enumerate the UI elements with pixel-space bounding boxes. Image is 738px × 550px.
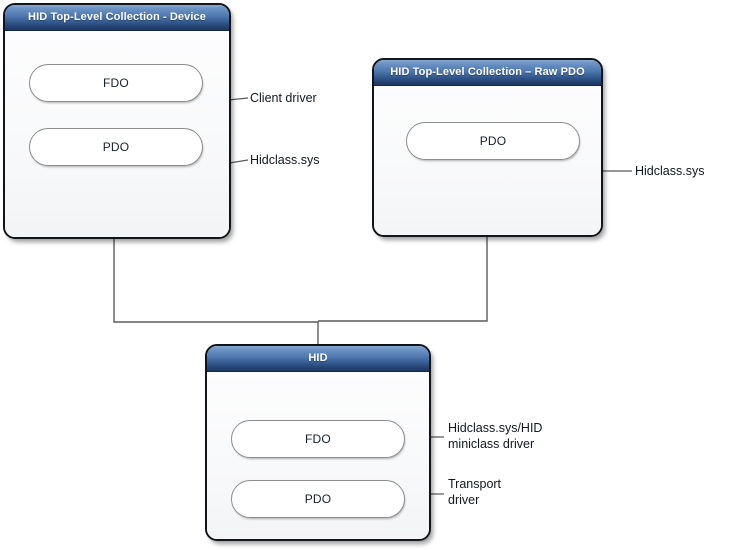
node-hid-top-level-collection-raw-pdo[interactable]: HID Top-Level Collection – Raw PDO PDO: [372, 58, 603, 237]
node-header-tlc-device: HID Top-Level Collection - Device: [5, 5, 229, 31]
pill-label-tlc-device-pdo: PDO: [102, 140, 130, 154]
pill-tlc-device-pdo[interactable]: PDO: [29, 128, 203, 166]
node-body-hid: FDO PDO: [207, 372, 429, 539]
annotation-hidclass-sys-hid-miniclass-driver: Hidclass.sys/HID miniclass driver: [448, 421, 543, 451]
pill-label-tlc-device-fdo: FDO: [103, 76, 129, 90]
pill-label-tlc-raw-pdo-pdo: PDO: [479, 134, 507, 148]
node-header-hid: HID: [207, 346, 429, 372]
node-hid-top-level-collection-device[interactable]: HID Top-Level Collection - Device FDO PD…: [3, 3, 231, 239]
annotation-client-driver: Client driver: [250, 91, 317, 105]
annotation-hidclass-sys-raw: Hidclass.sys: [635, 164, 705, 178]
pill-tlc-raw-pdo-pdo[interactable]: PDO: [406, 122, 580, 160]
pill-tlc-device-fdo[interactable]: FDO: [29, 64, 203, 102]
node-body-tlc-raw-pdo: PDO: [374, 86, 601, 235]
pill-hid-pdo[interactable]: PDO: [231, 480, 405, 518]
pill-hid-fdo[interactable]: FDO: [231, 420, 405, 458]
connector-rawpdo-to-hid: [318, 237, 488, 322]
node-header-tlc-raw-pdo: HID Top-Level Collection – Raw PDO: [374, 60, 601, 86]
annotation-transport-driver: Transport driver: [448, 477, 502, 507]
annotation-hidclass-sys-device: Hidclass.sys: [250, 153, 320, 167]
pill-label-hid-pdo: PDO: [304, 492, 332, 506]
node-body-tlc-device: FDO PDO: [5, 31, 229, 237]
connector-device-to-hid: [113, 238, 319, 344]
node-hid[interactable]: HID FDO PDO: [205, 344, 431, 541]
pill-label-hid-fdo: FDO: [305, 432, 331, 446]
